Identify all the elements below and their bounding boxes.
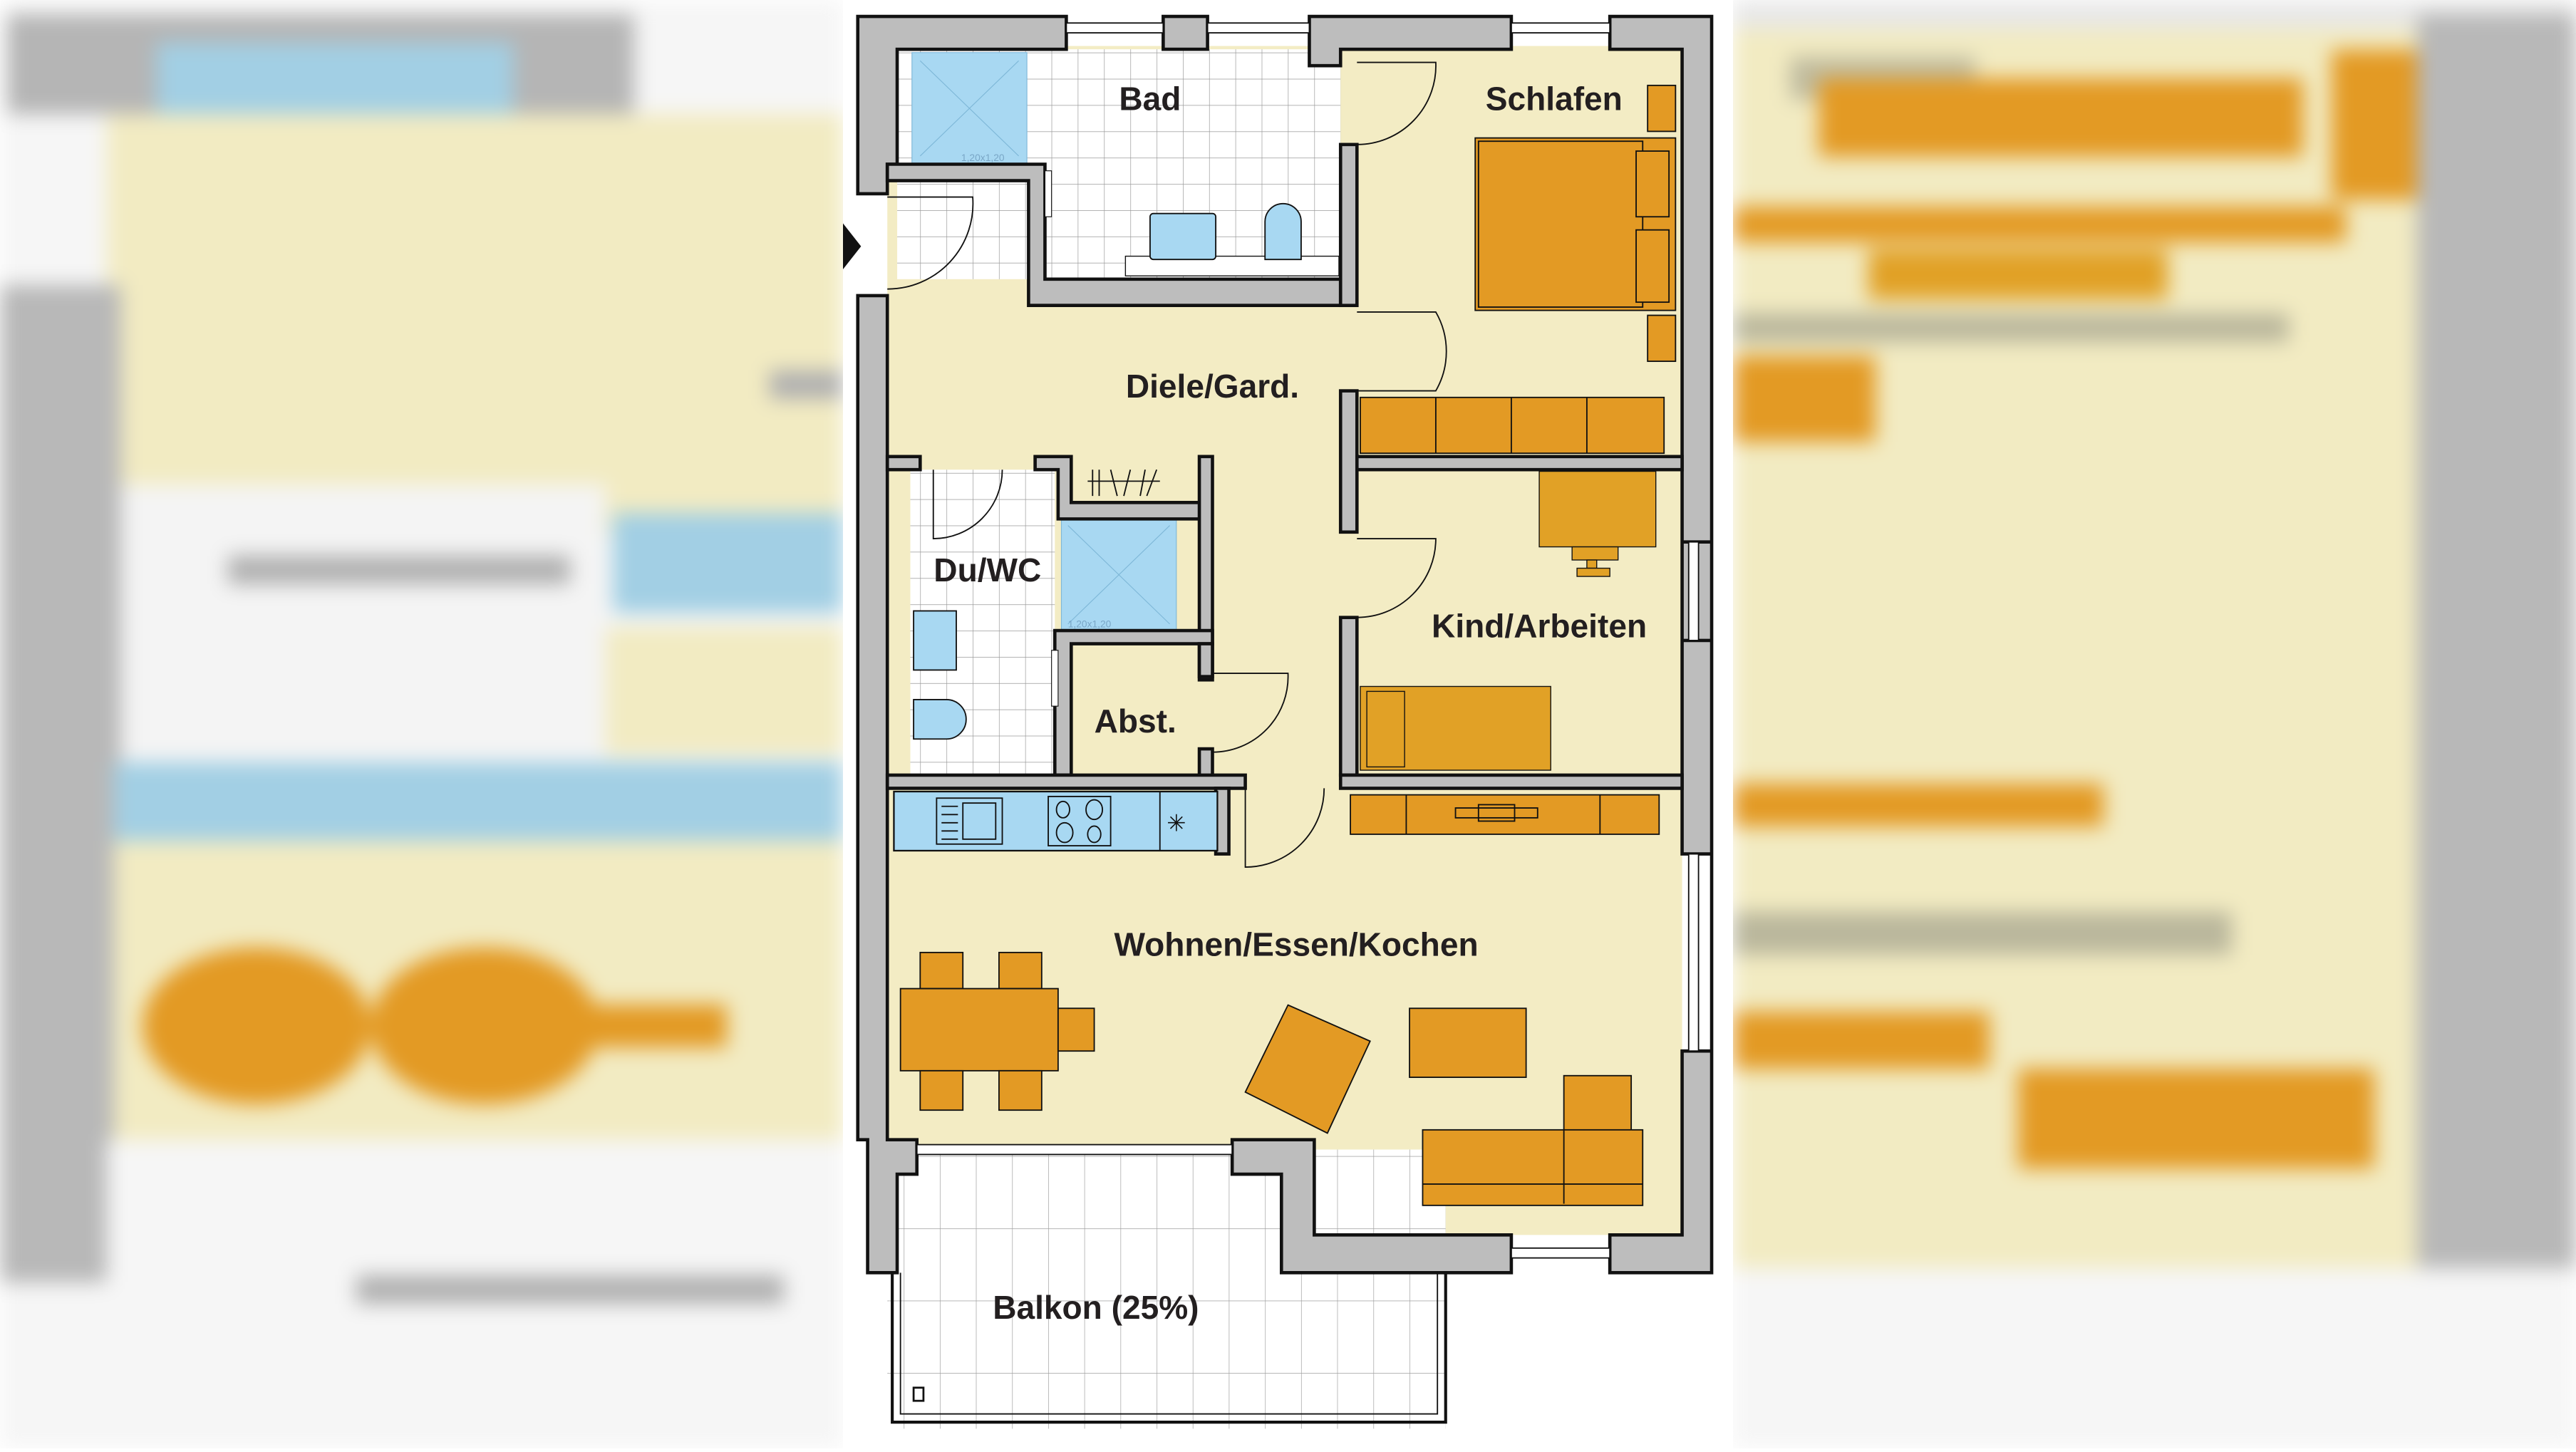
living-furniture — [1244, 1004, 1644, 1206]
sink-icon — [936, 797, 1003, 845]
armchair — [1244, 1004, 1371, 1134]
cooktop-icon — [1048, 795, 1112, 846]
dining-set — [899, 951, 1095, 1111]
shower-size-label: 1,20x1,20 — [1068, 618, 1112, 630]
shower-bad: 1,20x1,20 — [911, 52, 1028, 165]
kitchen-counter: ✳ — [893, 790, 1219, 852]
hanger-rail-icon — [1087, 469, 1160, 497]
bad-fixtures — [1044, 170, 1340, 276]
door-swings — [887, 61, 1447, 868]
kind-furniture — [1360, 470, 1657, 771]
room-labels: Bad Schlafen Diele/Gard. Du/WC Kind/Arbe… — [933, 80, 1647, 1325]
washbasin-icon — [913, 610, 957, 671]
blurred-background-left — [0, 0, 843, 1448]
radiator-icon — [1051, 650, 1059, 707]
room-label-wohnen: Wohnen/Essen/Kochen — [1114, 925, 1478, 963]
coffee-table — [1409, 1007, 1527, 1078]
desk-chair — [1571, 546, 1619, 561]
toilet-icon — [1264, 202, 1302, 261]
duwc-fixtures — [913, 610, 1059, 740]
toilet-icon — [913, 699, 967, 740]
radiator-icon — [1044, 170, 1052, 217]
schlafen-furniture — [1359, 84, 1677, 455]
balkon-railing — [891, 1272, 1447, 1424]
shower-size-label: 1,20x1,20 — [961, 152, 1005, 163]
entrance-arrow-icon — [843, 223, 862, 270]
room-label-balkon: Balkon (25%) — [993, 1289, 1199, 1326]
room-label-duwc: Du/WC — [933, 551, 1041, 588]
fridge-icon: ✳ — [1167, 810, 1186, 836]
room-label-kind: Kind/Arbeiten — [1432, 607, 1647, 644]
dining-table — [899, 987, 1059, 1072]
windows — [916, 22, 1700, 1259]
floor-plan-panel: 1,20x1,20 1,20x1,20 — [843, 0, 1733, 1448]
room-label-bad: Bad — [1119, 80, 1181, 117]
sofa — [1422, 1129, 1644, 1206]
room-label-schlafen: Schlafen — [1486, 80, 1623, 117]
washbasin-icon — [1149, 212, 1217, 261]
desk — [1538, 470, 1657, 548]
room-label-diele: Diele/Gard. — [1126, 368, 1299, 405]
nightstand — [1647, 314, 1677, 363]
blurred-background-right — [1733, 0, 2576, 1448]
walls — [856, 14, 1714, 1275]
shower-duwc: 1,20x1,20 — [1060, 518, 1177, 631]
nightstand — [1647, 84, 1677, 133]
sideboard — [1350, 794, 1660, 835]
room-label-abst: Abst. — [1095, 702, 1176, 740]
wardrobe — [1359, 396, 1665, 455]
